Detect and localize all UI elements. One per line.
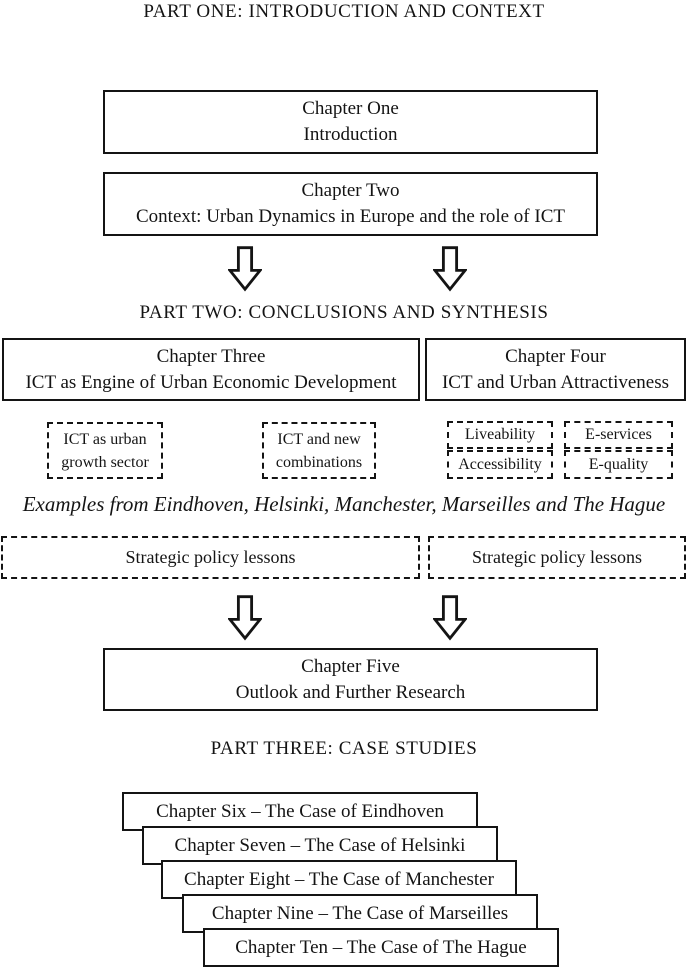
part-three-heading: PART THREE: CASE STUDIES bbox=[210, 738, 478, 759]
part-one-heading: PART ONE: INTRODUCTION AND CONTEXT bbox=[143, 1, 545, 22]
chapter-four-subtitle: ICT and Urban Attractiveness bbox=[441, 371, 670, 393]
topic-accessibility-label: Accessibility bbox=[458, 455, 542, 473]
strategic-policy-right-box: Strategic policy lessons bbox=[428, 536, 686, 579]
chapter-two-box: Chapter Two Context: Urban Dynamics in E… bbox=[103, 172, 598, 236]
case-study-box-manchester: Chapter Eight – The Case of Manchester bbox=[161, 860, 517, 899]
topic-liveability-label: Liveability bbox=[464, 426, 536, 443]
down-arrow-icon bbox=[228, 246, 262, 292]
case-study-box-eindhoven: Chapter Six – The Case of Eindhoven bbox=[122, 792, 478, 831]
topic-new-combinations-box: ICT and new combinations bbox=[262, 422, 376, 479]
case-study-box-the-hague: Chapter Ten – The Case of The Hague bbox=[203, 928, 559, 967]
chapter-two-subtitle: Context: Urban Dynamics in Europe and th… bbox=[136, 206, 565, 227]
chapter-three-box: Chapter Three ICT as Engine of Urban Eco… bbox=[2, 338, 420, 401]
chapter-four-title: Chapter Four bbox=[505, 345, 606, 367]
topic-accessibility-box: Accessibility bbox=[447, 450, 553, 479]
down-arrow-icon bbox=[228, 595, 262, 641]
topic-e-services-label: E-services bbox=[585, 426, 652, 443]
topic-liveability-box: Liveability bbox=[447, 421, 553, 449]
chapter-one-title: Chapter One bbox=[302, 98, 399, 119]
topic-e-quality-box: E-quality bbox=[564, 450, 673, 479]
chapter-five-box: Chapter Five Outlook and Further Researc… bbox=[103, 648, 598, 711]
strategic-policy-left-box: Strategic policy lessons bbox=[1, 536, 420, 579]
chapter-three-title: Chapter Three bbox=[156, 345, 266, 367]
down-arrow-icon bbox=[433, 246, 467, 292]
topic-e-quality-label: E-quality bbox=[588, 455, 649, 473]
chapter-five-title: Chapter Five bbox=[301, 655, 400, 677]
topic-new-combinations-label: ICT and new combinations bbox=[275, 430, 363, 471]
examples-note: Examples from Eindhoven, Helsinki, Manch… bbox=[22, 492, 666, 516]
chapter-one-subtitle: Introduction bbox=[303, 124, 398, 145]
chapter-two-title: Chapter Two bbox=[301, 180, 400, 201]
chapter-four-box: Chapter Four ICT and Urban Attractivenes… bbox=[425, 338, 686, 401]
strategic-policy-left-label: Strategic policy lessons bbox=[125, 547, 296, 567]
topic-growth-sector-label: ICT as urban growth sector bbox=[61, 430, 149, 471]
part-two-heading: PART TWO: CONCLUSIONS AND SYNTHESIS bbox=[139, 302, 549, 323]
chapter-five-subtitle: Outlook and Further Research bbox=[235, 681, 466, 703]
chapter-three-subtitle: ICT as Engine of Urban Economic Developm… bbox=[25, 371, 397, 393]
topic-e-services-box: E-services bbox=[564, 421, 673, 449]
topic-growth-sector-box: ICT as urban growth sector bbox=[47, 422, 163, 479]
chapter-one-box: Chapter One Introduction bbox=[103, 90, 598, 154]
strategic-policy-right-label: Strategic policy lessons bbox=[472, 547, 642, 567]
down-arrow-icon bbox=[433, 595, 467, 641]
